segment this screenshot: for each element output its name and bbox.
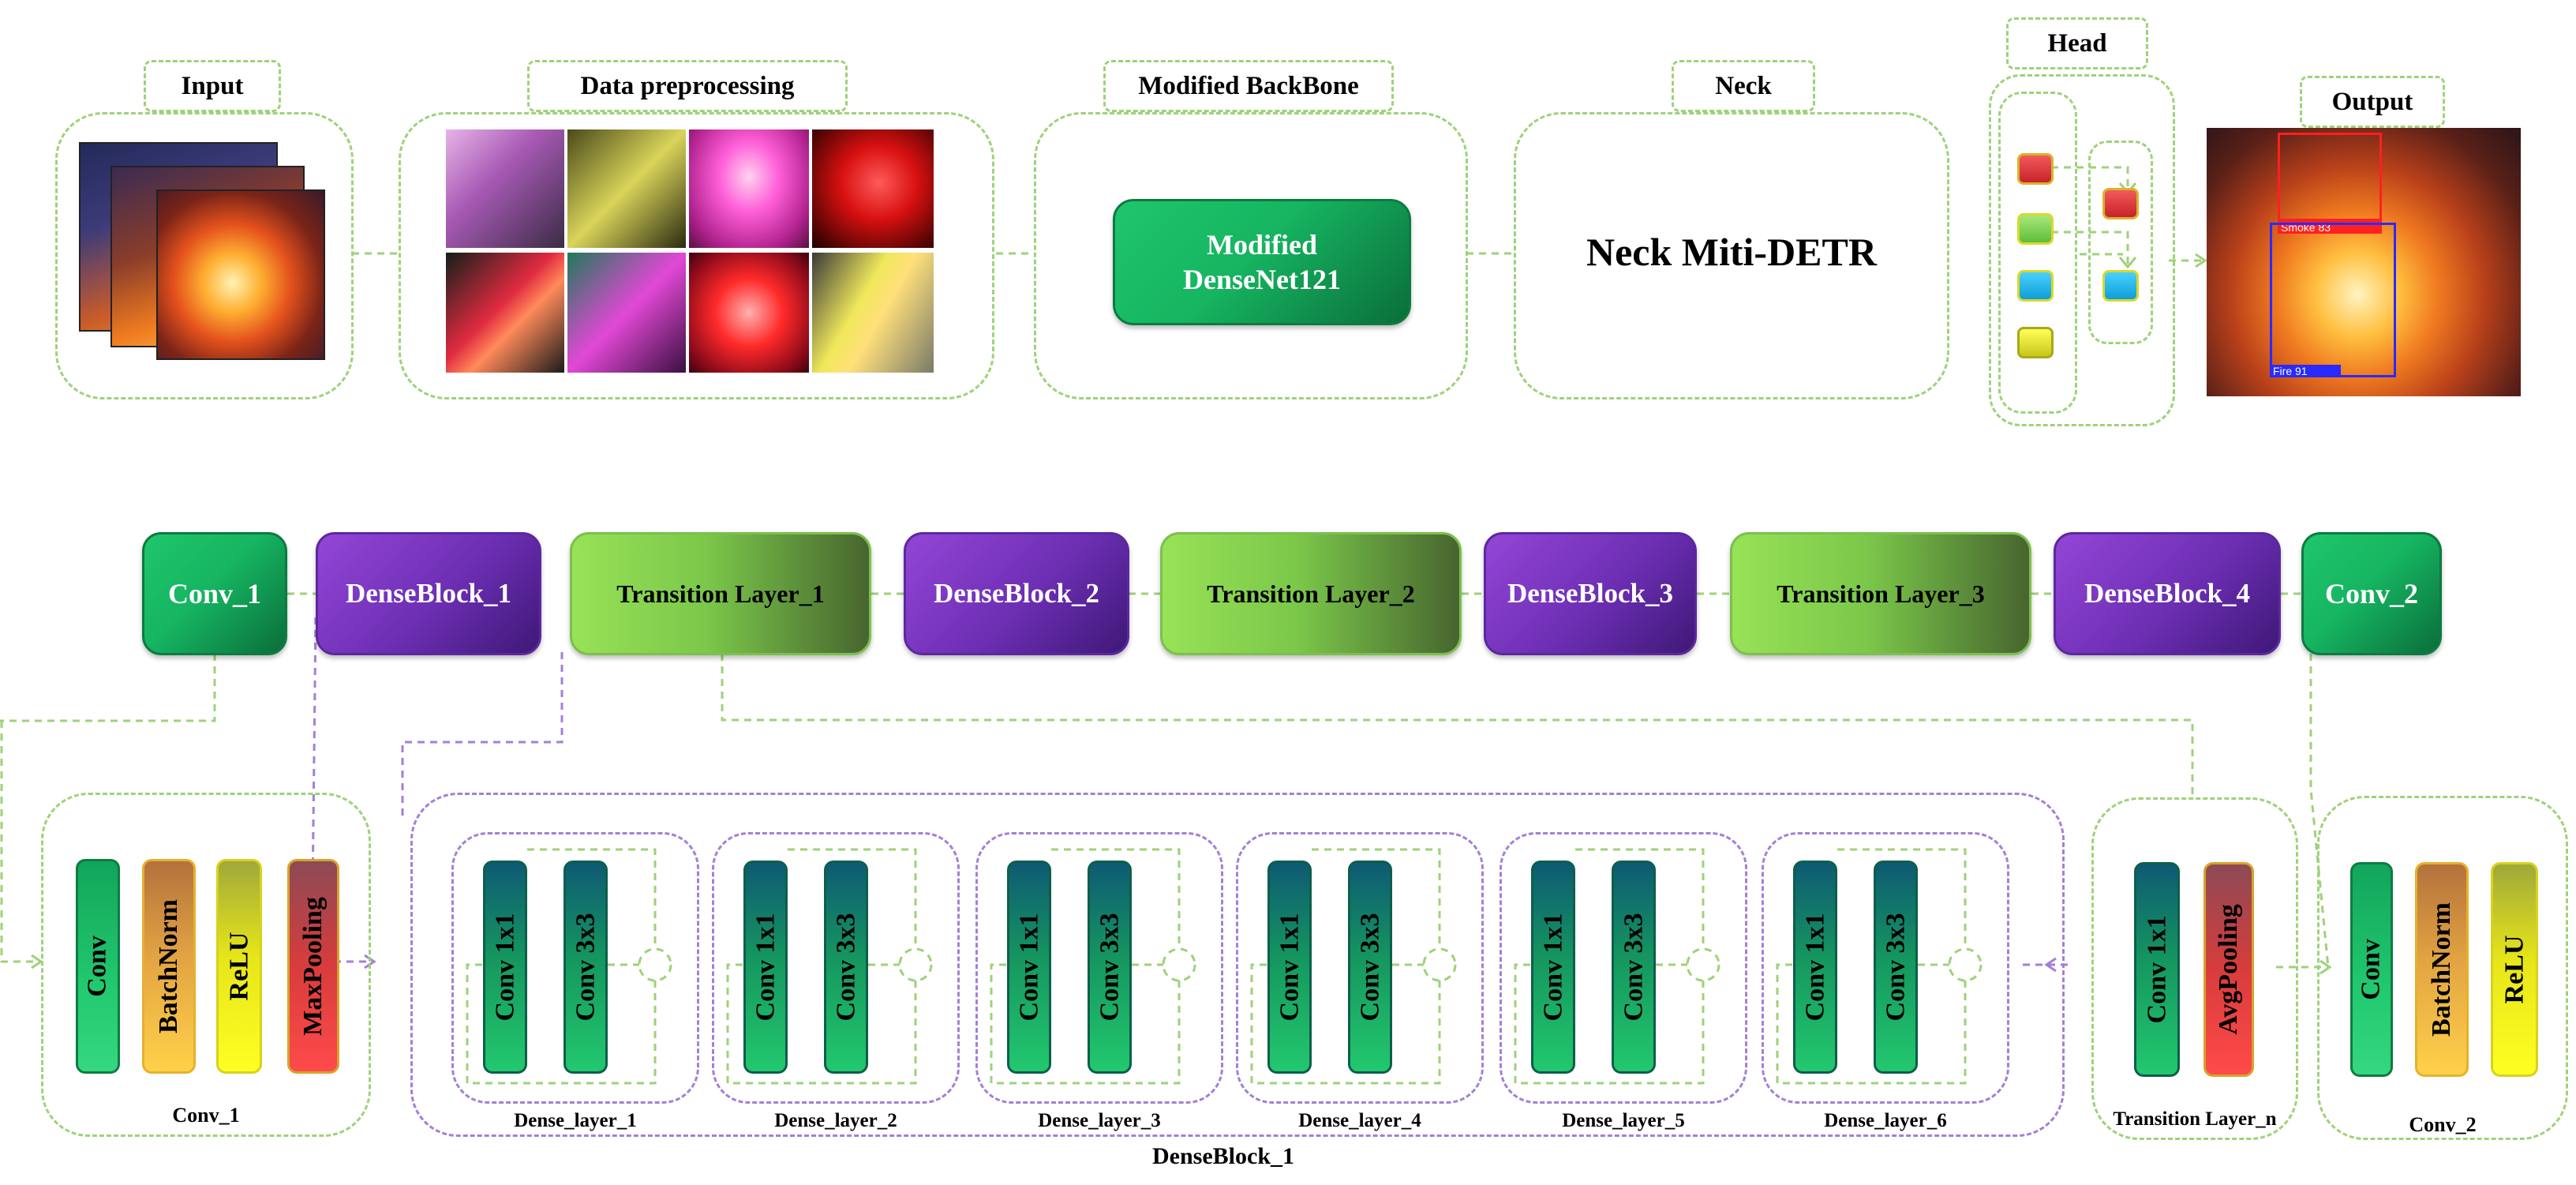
conv2-conv-bar: Conv xyxy=(2350,862,2393,1077)
conv1-batchnorm-bar: BatchNorm xyxy=(142,859,196,1074)
head-output-red-square xyxy=(2102,188,2139,219)
dense-layer-panel xyxy=(975,832,1223,1104)
backbone-stage-label: Modified BackBone xyxy=(1103,60,1394,112)
pipeline-denseblock2: DenseBlock_2 xyxy=(904,532,1129,655)
conv1-detail-caption: Conv_1 xyxy=(172,1104,240,1127)
conv1-conv-bar: Conv xyxy=(76,859,120,1074)
backbone-panel xyxy=(1034,112,1468,399)
pipeline-transition-layer2: Transition Layer_2 xyxy=(1160,532,1462,655)
dense-layer-concat-circle xyxy=(1162,947,1196,982)
pipeline-denseblock4: DenseBlock_4 xyxy=(2054,532,2281,655)
augmented-image-grid xyxy=(446,129,934,373)
conv1-detail-panel xyxy=(41,793,371,1137)
transition-avgpooling-bar: AvgPooling xyxy=(2203,862,2254,1077)
pipeline-denseblock1: DenseBlock_1 xyxy=(316,532,541,655)
augmented-thumbnail xyxy=(446,253,564,373)
backbone-box-line2: DenseNet121 xyxy=(1183,264,1341,295)
dense-layer-skip-path xyxy=(1837,848,1967,949)
dense-layer-conv1x1-bar: Conv 1x1 xyxy=(1531,861,1575,1074)
dense-layer-skip-path xyxy=(1575,848,1705,949)
conv2-detail-caption: Conv_2 xyxy=(2409,1113,2477,1136)
pipeline-denseblock3: DenseBlock_3 xyxy=(1484,532,1697,655)
transition-detail-panel xyxy=(2091,797,2298,1140)
neck-panel xyxy=(1514,112,1949,399)
head-inner-left xyxy=(1998,92,2077,414)
denseblock1-detail-panel xyxy=(410,793,2065,1137)
dense-layer-skip-path xyxy=(1312,848,1441,949)
dense-layer-conv3x3-bar: Conv 3x3 xyxy=(1874,861,1918,1074)
input-image-front xyxy=(156,189,325,360)
dense-layer-concat-circle xyxy=(638,947,672,982)
preprocessing-stage-label: Data preprocessing xyxy=(527,60,848,112)
dense-layer-conv1x1-bar: Conv 1x1 xyxy=(1007,861,1051,1074)
input-panel xyxy=(55,112,354,399)
fire-bounding-box xyxy=(2270,223,2396,377)
dense-layer-conv1x1-bar: Conv 1x1 xyxy=(743,861,788,1074)
augmented-thumbnail xyxy=(689,253,809,373)
dense-layer-panel xyxy=(1500,832,1747,1104)
dense-layer-skip-path xyxy=(788,848,917,949)
dense-layer-caption: Dense_layer_6 xyxy=(1824,1110,1947,1131)
preprocessing-panel xyxy=(399,112,994,399)
dense-layer-panel xyxy=(451,832,699,1104)
input-stage-label: Input xyxy=(144,60,281,112)
fire-detection-label: Fire 91 xyxy=(2270,365,2341,377)
output-detection-image xyxy=(2207,128,2521,396)
dense-layer-conv3x3-bar: Conv 3x3 xyxy=(1088,861,1132,1074)
dense-layer-conv3x3-bar: Conv 3x3 xyxy=(564,861,608,1074)
modified-densenet121-box: Modified DenseNet121 xyxy=(1113,199,1411,325)
pipeline-conv2: Conv_2 xyxy=(2301,532,2442,655)
augmented-thumbnail xyxy=(812,129,934,248)
pipeline-conv1: Conv_1 xyxy=(142,532,287,655)
dense-layer-caption: Dense_layer_1 xyxy=(514,1110,637,1131)
dense-layer-skip-path xyxy=(1051,848,1181,949)
pipeline-transition-layer1: Transition Layer_1 xyxy=(570,532,871,655)
dense-layer-caption: Dense_layer_2 xyxy=(774,1110,897,1131)
dense-layer-conv3x3-bar: Conv 3x3 xyxy=(1612,861,1656,1074)
dense-layer-conv3x3-bar: Conv 3x3 xyxy=(1348,861,1392,1074)
backbone-box-line1: Modified xyxy=(1207,229,1317,261)
conv2-batchnorm-bar: BatchNorm xyxy=(2415,862,2469,1077)
dense-layer-conv3x3-bar: Conv 3x3 xyxy=(824,861,868,1074)
dense-layer-panel xyxy=(1762,832,2009,1104)
augmented-thumbnail xyxy=(689,129,809,248)
augmented-thumbnail xyxy=(567,253,686,373)
dense-layer-panel xyxy=(1236,832,1484,1104)
dense-layer-concat-circle xyxy=(1948,947,1983,982)
dense-layer-caption: Dense_layer_5 xyxy=(1562,1110,1685,1131)
dense-layer-conv1x1-bar: Conv 1x1 xyxy=(483,861,527,1074)
augmented-thumbnail xyxy=(446,129,564,248)
head-stage-label: Head xyxy=(2006,17,2148,69)
output-stage-label: Output xyxy=(2300,76,2445,128)
dense-layer-concat-circle xyxy=(898,947,933,982)
dense-layer-concat-circle xyxy=(1686,947,1720,982)
dense-layer-conv1x1-bar: Conv 1x1 xyxy=(1793,861,1837,1074)
conv1-relu-bar: ReLU xyxy=(216,859,262,1074)
head-inner-right xyxy=(2088,141,2153,344)
dense-layer-conv1x1-bar: Conv 1x1 xyxy=(1267,861,1312,1074)
transition-conv1x1-bar: Conv 1x1 xyxy=(2134,862,2180,1077)
dense-layer-skip-path xyxy=(527,848,657,949)
dense-layer-caption: Dense_layer_4 xyxy=(1298,1110,1421,1131)
pipeline-transition-layer3: Transition Layer_3 xyxy=(1730,532,2031,655)
head-panel xyxy=(1989,74,2175,426)
conv1-maxpooling-bar: MaxPooling xyxy=(287,859,339,1074)
dense-layer-panel xyxy=(712,832,960,1104)
head-class-blue-square xyxy=(2017,270,2054,302)
head-class-green-square xyxy=(2017,213,2054,245)
augmented-thumbnail xyxy=(812,253,934,373)
neck-stage-label: Neck xyxy=(1672,60,1815,112)
head-output-blue-square xyxy=(2102,270,2139,302)
dense-layer-concat-circle xyxy=(1422,947,1457,982)
smoke-bounding-box xyxy=(2278,133,2382,221)
neck-miti-detr-label: Neck Miti-DETR xyxy=(1586,230,1877,274)
conv2-relu-bar: ReLU xyxy=(2491,862,2538,1077)
conv2-detail-panel xyxy=(2317,796,2568,1140)
head-class-yellow-square xyxy=(2017,327,2054,358)
head-class-red-square xyxy=(2017,153,2054,185)
dense-layer-caption: Dense_layer_3 xyxy=(1038,1110,1161,1131)
augmented-thumbnail xyxy=(567,129,686,248)
denseblock1-detail-caption: DenseBlock_1 xyxy=(1152,1143,1294,1169)
transition-detail-caption: Transition Layer_n xyxy=(2113,1108,2277,1130)
